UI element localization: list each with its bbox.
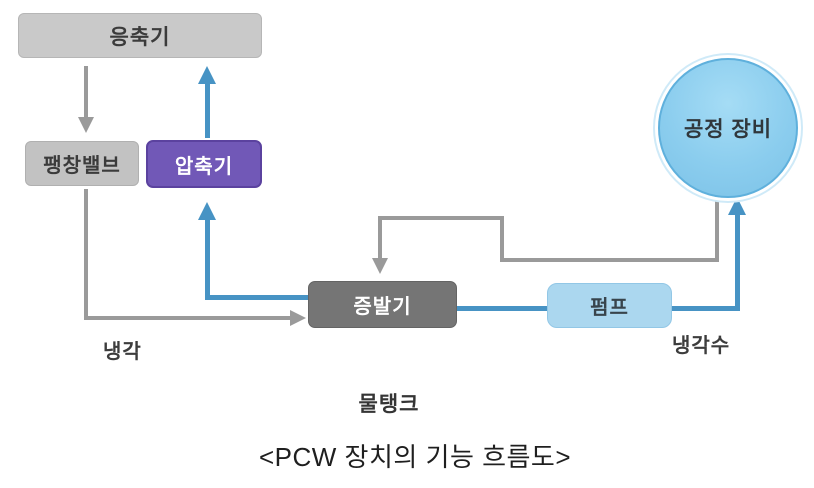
cooling-water-label: 냉각수 <box>672 335 731 357</box>
arrow-up-icon <box>198 66 216 84</box>
water-tank-label: 물탱크 <box>358 393 420 416</box>
expansion-valve-box: 팽창밸브 <box>25 141 139 186</box>
flow-line-circle-horiz-low <box>502 258 719 262</box>
flow-line-evaporator-to-compressor-horiz <box>205 295 310 300</box>
pump-box: 펌프 <box>547 283 672 328</box>
flow-line-valve-to-evaporator <box>84 316 290 320</box>
arrow-down-icon <box>78 117 94 133</box>
arrow-down-icon <box>372 258 388 274</box>
compressor-box: 압축기 <box>146 140 262 188</box>
flow-line-step-horiz-high <box>378 216 504 220</box>
diagram-caption: <PCW 장치의 기능 흐름도> <box>258 442 572 472</box>
arrow-up-icon <box>728 197 746 215</box>
flow-line-valve-down <box>84 189 88 320</box>
process-equipment-circle: 공정 장비 <box>658 58 798 198</box>
arrow-up-icon <box>198 202 216 220</box>
flow-line-evaporator-to-circle-vert <box>735 215 740 311</box>
flow-line-into-evaporator <box>378 216 382 260</box>
flow-line-evaporator-to-compressor-vert <box>205 220 210 300</box>
flow-line-condenser-to-valve <box>84 66 88 118</box>
evaporator-box: 증발기 <box>308 281 457 328</box>
flow-line-step-vert <box>500 216 504 262</box>
arrow-right-icon <box>290 310 306 326</box>
cooling-label: 냉각 <box>103 341 142 363</box>
flow-line-compressor-to-condenser <box>205 84 210 138</box>
flow-line-circle-down <box>715 196 719 262</box>
condenser-box: 응축기 <box>18 13 262 58</box>
